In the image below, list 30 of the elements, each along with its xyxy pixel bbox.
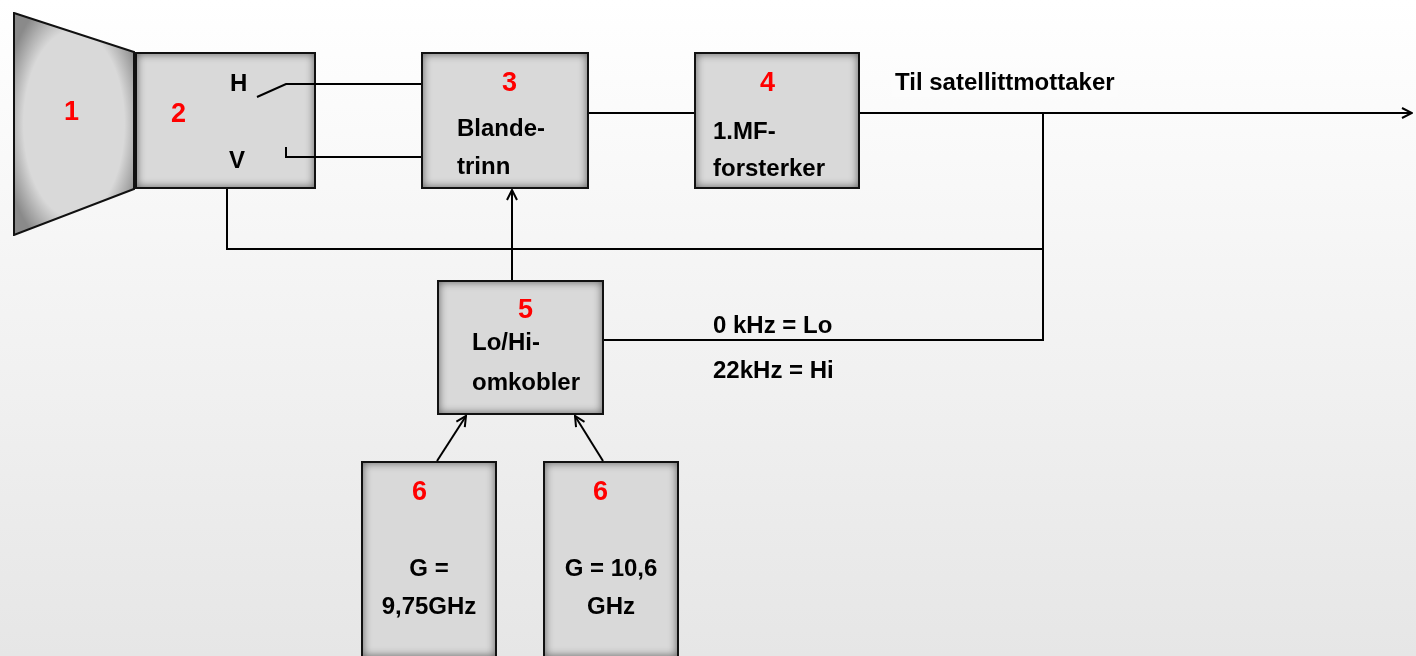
block-box bbox=[543, 461, 679, 656]
block-label: Lo/Hi- omkobler bbox=[472, 327, 582, 397]
callout-number: 5 bbox=[518, 293, 534, 326]
arrow bbox=[574, 415, 604, 462]
connector-line bbox=[315, 156, 422, 158]
block-label: 1.MF- forsterker bbox=[713, 116, 827, 184]
signal-note: 0 kHz = Lo bbox=[713, 311, 833, 340]
callout-number: 6 bbox=[412, 475, 428, 508]
arrow bbox=[436, 415, 467, 462]
block-label: H bbox=[230, 69, 248, 98]
arrow bbox=[506, 189, 518, 281]
block-label: G = 10,6 GHz bbox=[563, 553, 659, 622]
block-box bbox=[437, 280, 604, 415]
block-box bbox=[694, 52, 860, 189]
callout-number: 2 bbox=[171, 97, 187, 130]
block-label: Blande- trinn bbox=[457, 113, 546, 182]
callout-number: 3 bbox=[502, 66, 518, 99]
block-box bbox=[135, 52, 316, 189]
connector-line bbox=[315, 83, 422, 85]
callout-number: 1 bbox=[64, 95, 80, 128]
signal-note: 22kHz = Hi bbox=[713, 356, 834, 385]
block-box bbox=[421, 52, 589, 189]
feed-horn bbox=[13, 12, 135, 236]
connector-line bbox=[226, 188, 1044, 341]
block-box bbox=[361, 461, 497, 656]
block-label: V bbox=[229, 146, 245, 175]
block-label: G = 9,75GHz bbox=[380, 553, 478, 622]
connector-line bbox=[588, 112, 695, 114]
callout-number: 6 bbox=[593, 475, 609, 508]
callout-number: 4 bbox=[760, 66, 776, 99]
